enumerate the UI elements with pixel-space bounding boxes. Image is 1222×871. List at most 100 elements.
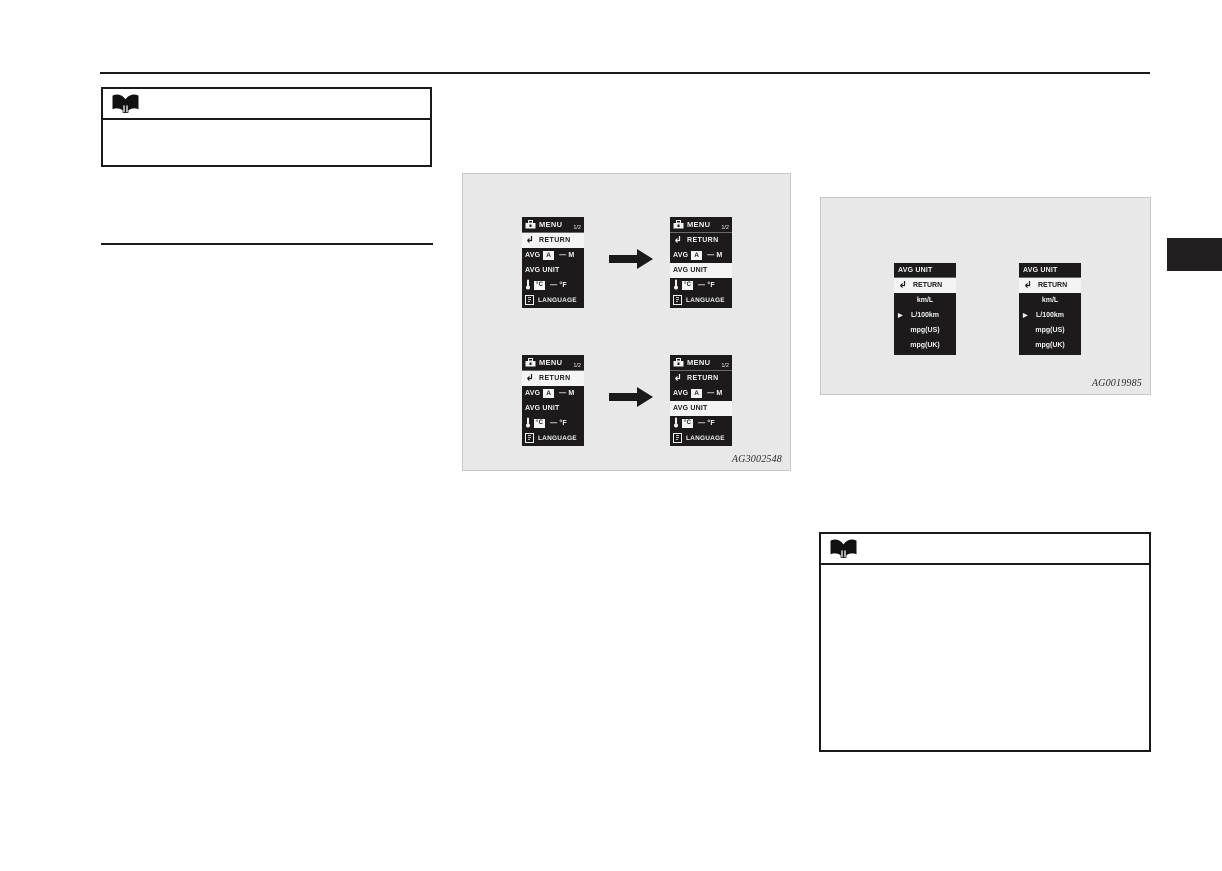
lcd-avg-value[interactable]: A — [543, 389, 555, 398]
lcd-row-mpg-uk[interactable]: mpg(UK) — [894, 338, 956, 353]
language-icon — [673, 432, 682, 445]
lcd-row-label: RETURN — [1038, 282, 1068, 289]
lcd-temp-alt[interactable]: °F — [707, 282, 715, 289]
lcd-avg-alt[interactable]: M — [568, 390, 575, 397]
lcd-row-return[interactable]: RETURN — [894, 278, 956, 293]
selection-marker-icon: ▶ — [1023, 312, 1028, 319]
lcd-row-label: LANGUAGE — [538, 297, 577, 304]
lcd-row-label: RETURN — [687, 375, 719, 382]
lcd-row-label: RETURN — [913, 282, 943, 289]
thermometer-icon — [673, 417, 679, 430]
page-edge-tab-marker — [1167, 238, 1222, 271]
lcd-temp-value[interactable]: °C — [534, 419, 546, 428]
lcd-menu-screen-4[interactable]: MENU 1/2 RETURN AVG A — M AVG UNIT °C — … — [670, 355, 732, 446]
lcd-avg-alt[interactable]: M — [568, 252, 575, 259]
lcd-temp-value[interactable]: °C — [682, 419, 694, 428]
lcd-title-row: MENU 1/2 — [670, 355, 732, 371]
lcd-avg-label: AVG — [525, 390, 541, 397]
lcd-page-indicator: 1/2 — [573, 225, 581, 231]
lcd-row-language[interactable]: LANGUAGE — [670, 431, 732, 446]
lcd-temp-value[interactable]: °C — [682, 281, 694, 290]
lcd-row-kml[interactable]: km/L — [894, 293, 956, 308]
language-icon — [673, 294, 682, 307]
lcd-title: MENU — [539, 358, 563, 367]
lcd-row-language[interactable]: LANGUAGE — [670, 293, 732, 308]
lcd-avg-alt[interactable]: M — [716, 390, 723, 397]
lcd-temp-value[interactable]: °C — [534, 281, 546, 290]
lcd-title: MENU — [539, 220, 563, 229]
lcd-row-avg-unit[interactable]: AVG UNIT — [670, 401, 732, 416]
lcd-avg-alt[interactable]: M — [716, 252, 723, 259]
lcd-page-indicator: 1/2 — [721, 225, 729, 231]
lcd-row-label: LANGUAGE — [538, 435, 577, 442]
lcd-avg-dash: — — [707, 252, 715, 259]
return-arrow-icon — [673, 373, 682, 384]
lcd-row-l100km[interactable]: ▶ L/100km — [894, 308, 956, 323]
lcd-row-temperature[interactable]: °C — °F — [670, 278, 732, 293]
lcd-menu-screen-2[interactable]: MENU 1/2 RETURN AVG A — M AVG UNIT °C — … — [670, 217, 732, 308]
lcd-row-return[interactable]: RETURN — [522, 233, 584, 248]
lcd-menu-screen-1[interactable]: MENU 1/2 RETURN AVG A — M AVG UNIT °C — … — [522, 217, 584, 308]
lcd-title: MENU — [687, 220, 711, 229]
lcd-row-label: L/100km — [1035, 312, 1065, 319]
lcd-row-avg-unit[interactable]: AVG UNIT — [522, 263, 584, 278]
note-box-bottom-right — [819, 532, 1151, 752]
section-divider-rule — [101, 243, 433, 245]
lcd-row-label: mpg(UK) — [1035, 342, 1065, 349]
lcd-title-row: MENU 1/2 — [522, 355, 584, 371]
lcd-row-language[interactable]: LANGUAGE — [522, 431, 584, 446]
lcd-title-row: MENU 1/2 — [670, 217, 732, 233]
language-icon — [525, 432, 534, 445]
lcd-avg-value[interactable]: A — [691, 251, 703, 260]
lcd-row-temperature[interactable]: °C — °F — [522, 278, 584, 293]
lcd-row-avg[interactable]: AVG A — M — [522, 248, 584, 263]
thermometer-icon — [525, 279, 531, 292]
header-rule — [100, 72, 1150, 74]
lcd-temp-dash: — — [698, 420, 706, 427]
lcd-row-label: RETURN — [539, 237, 571, 244]
lcd-row-temperature[interactable]: °C — °F — [522, 416, 584, 431]
lcd-row-label: AVG UNIT — [673, 267, 708, 274]
note-box-top-left — [101, 87, 432, 167]
lcd-row-l100km[interactable]: ▶ L/100km — [1019, 308, 1081, 323]
lcd-row-kml[interactable]: km/L — [1019, 293, 1081, 308]
return-arrow-icon — [525, 235, 534, 246]
transition-arrow-top — [609, 249, 653, 274]
return-arrow-icon — [1023, 280, 1032, 291]
lcd-avg-value[interactable]: A — [691, 389, 703, 398]
lcd-row-avg[interactable]: AVG A — M — [522, 386, 584, 401]
lcd-row-label: AVG UNIT — [673, 405, 708, 412]
lcd-row-label: RETURN — [539, 375, 571, 382]
lcd-row-mpg-us[interactable]: mpg(US) — [894, 323, 956, 338]
lcd-row-avg-unit[interactable]: AVG UNIT — [670, 263, 732, 278]
selection-marker-icon: ▶ — [898, 312, 903, 319]
lcd-row-return[interactable]: RETURN — [670, 371, 732, 386]
lcd-row-return[interactable]: RETURN — [522, 371, 584, 386]
lcd-row-mpg-uk[interactable]: mpg(UK) — [1019, 338, 1081, 353]
lcd-row-label: mpg(UK) — [910, 342, 940, 349]
lcd-row-temperature[interactable]: °C — °F — [670, 416, 732, 431]
lcd-page-indicator: 1/2 — [721, 363, 729, 369]
return-arrow-icon — [898, 280, 907, 291]
lcd-temp-alt[interactable]: °F — [559, 420, 567, 427]
lcd-row-avg[interactable]: AVG A — M — [670, 248, 732, 263]
lcd-row-language[interactable]: LANGUAGE — [522, 293, 584, 308]
lcd-row-return[interactable]: RETURN — [670, 233, 732, 248]
lcd-avg-value[interactable]: A — [543, 251, 555, 260]
lcd-avg-unit-screen-1[interactable]: AVG UNIT RETURN km/L ▶ L/100km mpg(US) m… — [894, 263, 956, 355]
lcd-row-return[interactable]: RETURN — [1019, 278, 1081, 293]
lcd-menu-screen-3[interactable]: MENU 1/2 RETURN AVG A — M AVG UNIT °C — … — [522, 355, 584, 446]
lcd-row-avg[interactable]: AVG A — M — [670, 386, 732, 401]
lcd-avg-unit-screen-2[interactable]: AVG UNIT RETURN km/L ▶ L/100km mpg(US) m… — [1019, 263, 1081, 355]
return-arrow-icon — [673, 235, 682, 246]
lcd-row-mpg-us[interactable]: mpg(US) — [1019, 323, 1081, 338]
lcd-row-avg-unit[interactable]: AVG UNIT — [522, 401, 584, 416]
lcd-row-label: km/L — [916, 297, 934, 304]
note-body — [821, 565, 1149, 752]
lcd-temp-alt[interactable]: °F — [559, 282, 567, 289]
open-book-icon — [830, 539, 857, 558]
note-header — [821, 534, 1149, 565]
lcd-temp-alt[interactable]: °F — [707, 420, 715, 427]
lcd-row-label: mpg(US) — [1035, 327, 1065, 334]
toolbox-icon — [673, 355, 684, 372]
